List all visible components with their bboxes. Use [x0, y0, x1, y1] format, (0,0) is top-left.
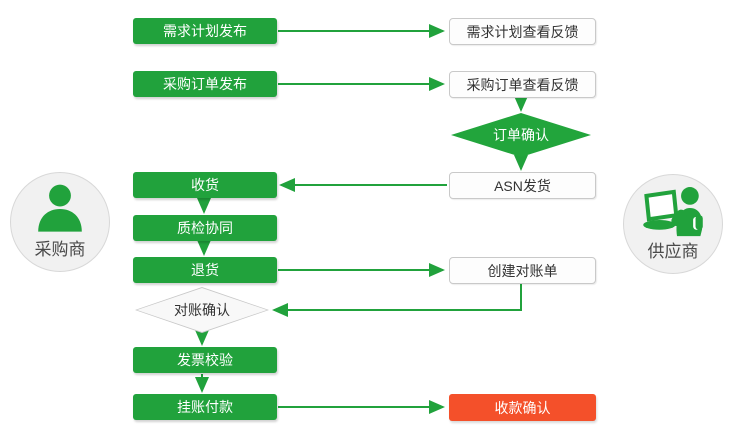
node-asn-ship: ASN发货 — [449, 172, 596, 199]
node-statement-confirm: 对账确认 — [135, 287, 269, 333]
person-with-laptop-icon — [624, 185, 722, 239]
node-order-confirm: 订单确认 — [451, 113, 591, 157]
node-invoice-verify: 发票校验 — [133, 347, 277, 373]
edge-statement-to-confirm — [272, 284, 522, 317]
node-receipt-confirm: 收款确认 — [449, 394, 596, 421]
node-demand-plan-publish: 需求计划发布 — [133, 18, 277, 44]
actor-buyer-circle: 采购商 — [10, 172, 110, 272]
node-demand-plan-feedback: 需求计划查看反馈 — [449, 18, 596, 45]
actor-buyer-label: 采购商 — [34, 240, 86, 259]
node-po-feedback: 采购订单查看反馈 — [449, 71, 596, 98]
node-return-goods: 退货 — [133, 257, 277, 283]
actor-supplier-label: 供应商 — [647, 242, 699, 261]
node-po-publish: 采购订单发布 — [133, 71, 277, 97]
node-quality-check: 质检协同 — [133, 215, 277, 241]
node-create-statement: 创建对账单 — [449, 257, 596, 284]
person-icon — [11, 183, 109, 235]
actor-supplier-circle: 供应商 — [623, 174, 723, 274]
node-statement-confirm-label: 对账确认 — [137, 288, 267, 332]
node-payment-on-account: 挂账付款 — [133, 394, 277, 420]
node-receive: 收货 — [133, 172, 277, 198]
